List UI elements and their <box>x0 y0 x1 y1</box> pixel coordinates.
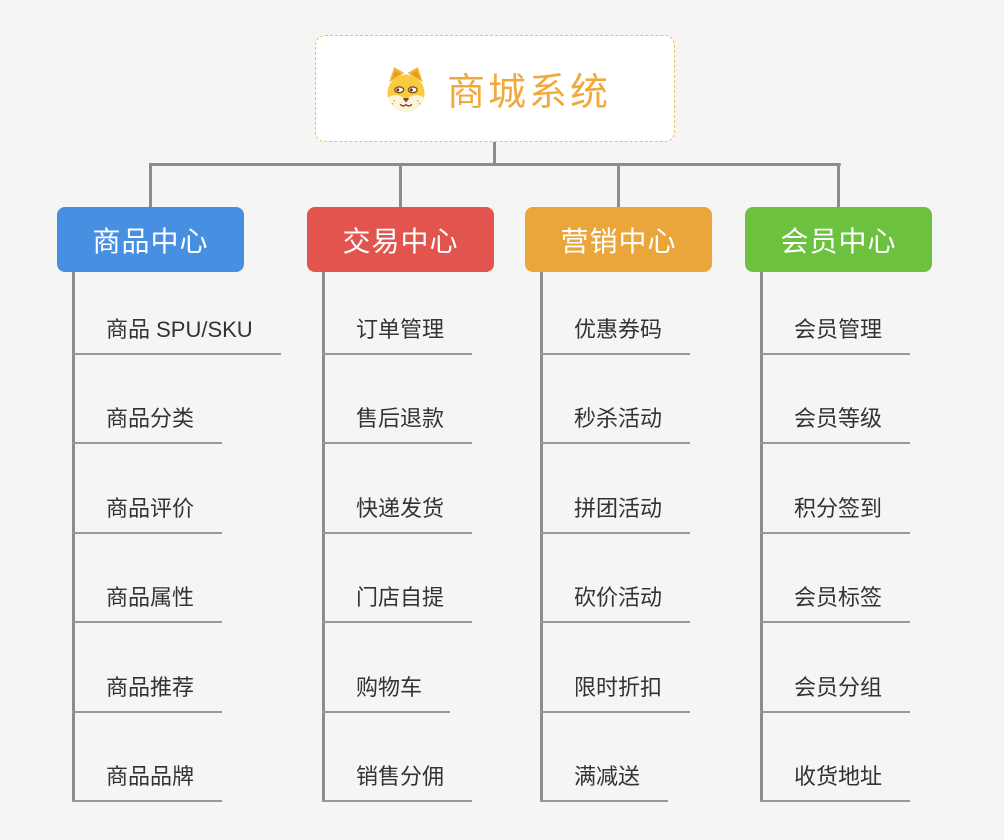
leaf-label: 满减送 <box>574 764 641 789</box>
leaf-item[interactable]: 秒杀活动 <box>540 404 691 444</box>
leaf-label: 商品推荐 <box>106 675 195 700</box>
leaf-label: 商品属性 <box>106 585 195 610</box>
leaf-label: 积分签到 <box>794 496 883 521</box>
branch-node[interactable]: 商品中心 <box>57 207 244 272</box>
leaf-label: 会员等级 <box>794 406 883 431</box>
leaf-item[interactable]: 销售分佣 <box>322 762 473 802</box>
leaf-label: 收货地址 <box>794 764 883 789</box>
leaf-item[interactable]: 商品 SPU/SKU <box>72 315 281 355</box>
leaf-label: 会员标签 <box>794 585 883 610</box>
leaf-item[interactable]: 商品分类 <box>72 404 223 444</box>
leaf-label: 快递发货 <box>356 496 445 521</box>
branch-node[interactable]: 交易中心 <box>307 207 494 272</box>
root-node[interactable]: 商城系统 <box>315 35 675 142</box>
branch-trunk-line <box>322 272 325 802</box>
leaf-item[interactable]: 商品评价 <box>72 494 223 534</box>
leaf-item[interactable]: 会员管理 <box>760 315 911 355</box>
leaf-item[interactable]: 售后退款 <box>322 404 473 444</box>
leaf-label: 门店自提 <box>356 585 445 610</box>
branch-label: 会员中心 <box>780 225 897 257</box>
leaf-item[interactable]: 订单管理 <box>322 315 473 355</box>
leaf-label: 售后退款 <box>356 406 445 431</box>
branch-label: 交易中心 <box>342 225 459 257</box>
leaf-item[interactable]: 砍价活动 <box>540 583 691 623</box>
leaf-item[interactable]: 积分签到 <box>760 494 911 534</box>
leaf-label: 商品分类 <box>106 406 195 431</box>
branch-trunk-line <box>72 272 75 802</box>
root-stem-line <box>493 142 496 164</box>
leaf-item[interactable]: 商品属性 <box>72 583 223 623</box>
branch-trunk-line <box>540 272 543 802</box>
leaf-item[interactable]: 门店自提 <box>322 583 473 623</box>
leaf-label: 销售分佣 <box>356 764 445 789</box>
leaf-item[interactable]: 商品品牌 <box>72 762 223 802</box>
leaf-label: 会员管理 <box>794 317 883 342</box>
leaf-item[interactable]: 拼团活动 <box>540 494 691 534</box>
root-title: 商城系统 <box>446 72 611 114</box>
leaf-item[interactable]: 优惠券码 <box>540 315 691 355</box>
leaf-item[interactable]: 商品推荐 <box>72 673 223 713</box>
leaf-label: 购物车 <box>356 675 423 700</box>
leaf-label: 优惠券码 <box>574 317 663 342</box>
leaf-label: 商品 SPU/SKU <box>106 317 253 342</box>
leaf-label: 限时折扣 <box>574 675 663 700</box>
leaf-item[interactable]: 会员标签 <box>760 583 911 623</box>
leaf-item[interactable]: 会员分组 <box>760 673 911 713</box>
leaf-item[interactable]: 收货地址 <box>760 762 911 802</box>
branch-drop-line <box>617 163 620 207</box>
branch-node[interactable]: 会员中心 <box>745 207 932 272</box>
branch-label: 营销中心 <box>560 225 677 257</box>
branch-drop-line <box>837 163 840 207</box>
leaf-label: 秒杀活动 <box>574 406 663 431</box>
leaf-item[interactable]: 购物车 <box>322 673 451 713</box>
leaf-label: 砍价活动 <box>574 585 663 610</box>
dog-face-icon <box>387 66 425 112</box>
leaf-label: 商品品牌 <box>106 764 195 789</box>
branch-label: 商品中心 <box>92 225 209 257</box>
leaf-label: 拼团活动 <box>574 496 663 521</box>
leaf-item[interactable]: 会员等级 <box>760 404 911 444</box>
horizontal-rail-line <box>149 163 841 166</box>
branch-node[interactable]: 营销中心 <box>525 207 712 272</box>
leaf-item[interactable]: 满减送 <box>540 762 669 802</box>
branch-drop-line <box>399 163 402 207</box>
leaf-label: 会员分组 <box>794 675 883 700</box>
leaf-item[interactable]: 限时折扣 <box>540 673 691 713</box>
leaf-label: 商品评价 <box>106 496 195 521</box>
leaf-label: 订单管理 <box>356 317 445 342</box>
branch-drop-line <box>149 163 152 207</box>
leaf-item[interactable]: 快递发货 <box>322 494 473 534</box>
branch-trunk-line <box>760 272 763 802</box>
